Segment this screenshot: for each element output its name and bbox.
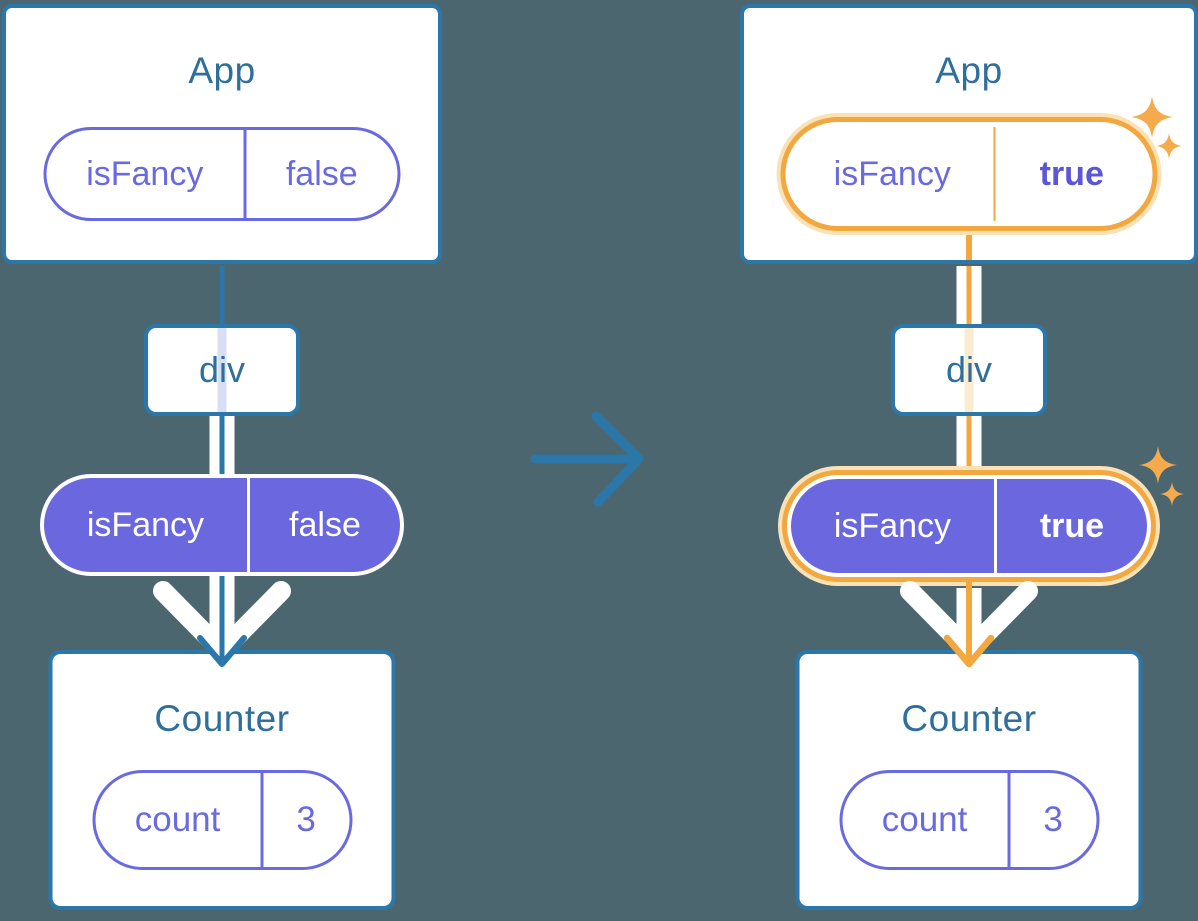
count-key-label: count xyxy=(95,773,264,867)
prop-pill: isFancy false xyxy=(44,478,400,572)
app-card: App isFancy true xyxy=(740,4,1198,264)
div-node: div xyxy=(144,324,300,416)
prop-line-through-div xyxy=(217,328,227,412)
counter-title: Counter xyxy=(901,698,1037,739)
right-arrow-icon xyxy=(530,411,644,507)
counter-title: Counter xyxy=(154,698,290,739)
state-key-label: isFancy xyxy=(47,130,247,218)
state-value-label: true xyxy=(1039,154,1104,193)
prop-pipe-app-to-div xyxy=(956,266,982,324)
prop-key-label: isFancy xyxy=(44,478,250,572)
count-value-label: 3 xyxy=(296,800,316,839)
prop-value-label: false xyxy=(289,505,361,544)
sparkle-icon xyxy=(1131,96,1173,138)
app-state-pill: isFancy false xyxy=(43,127,401,221)
sparkle-icon-small xyxy=(1160,482,1184,506)
prop-line-in-card xyxy=(966,230,972,260)
count-key-label: count xyxy=(842,773,1011,867)
tree-after: App isFancy true div isFancy true xyxy=(740,0,1198,921)
counter-state-pill: count 3 xyxy=(92,770,352,870)
state-key-label: isFancy xyxy=(791,127,996,221)
counter-card: Counter count 3 xyxy=(795,650,1143,910)
prop-key-label: isFancy xyxy=(791,479,997,573)
div-label: div xyxy=(198,349,246,390)
count-value-label: 3 xyxy=(1043,800,1063,839)
div-node: div xyxy=(891,324,1047,416)
sparkle-icon xyxy=(1139,446,1177,484)
app-card: App isFancy false xyxy=(2,4,442,264)
app-title: App xyxy=(935,50,1003,91)
app-title: App xyxy=(188,50,256,91)
down-arrow-icon xyxy=(943,578,995,668)
prop-pipe-upper xyxy=(956,416,982,468)
sparkle-icon-small xyxy=(1156,133,1182,159)
app-state-pill-highlighted: isFancy true xyxy=(790,127,1148,221)
edge-app-to-div xyxy=(219,266,225,326)
prop-pill-highlighted: isFancy true xyxy=(791,479,1147,573)
prop-value-label: true xyxy=(1039,506,1105,545)
counter-state-pill: count 3 xyxy=(839,770,1099,870)
counter-card: Counter count 3 xyxy=(48,650,396,910)
tree-before: App isFancy false div isFancy false Coun… xyxy=(2,0,442,921)
state-value-label: false xyxy=(285,154,358,193)
prop-pipe-upper xyxy=(209,416,235,476)
div-label: div xyxy=(945,349,993,390)
prop-line-through-div xyxy=(964,328,974,412)
down-arrow-icon xyxy=(197,578,247,667)
